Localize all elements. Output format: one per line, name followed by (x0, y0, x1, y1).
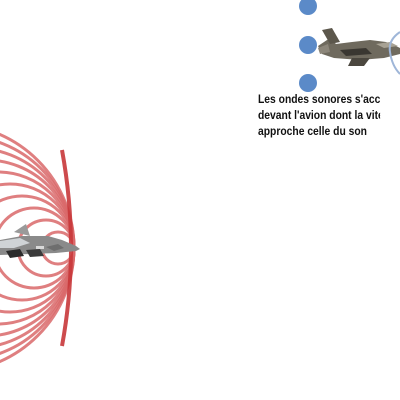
caption-line: Les ondes sonores s'accum (258, 92, 381, 106)
sound-wave-ring (388, 31, 400, 75)
fighter-jet-icon (0, 224, 80, 258)
circle-bullet-icon (299, 74, 317, 92)
caption-line: approche celle du son (258, 124, 367, 138)
caption-text: Les ondes sonores s'accum devant l'avion… (258, 91, 380, 139)
fighter-jet-icon (318, 28, 400, 66)
circle-bullet-icon (299, 0, 317, 15)
circle-bullet-icon (299, 36, 317, 54)
caption-line: devant l'avion dont la vitess (258, 108, 380, 122)
